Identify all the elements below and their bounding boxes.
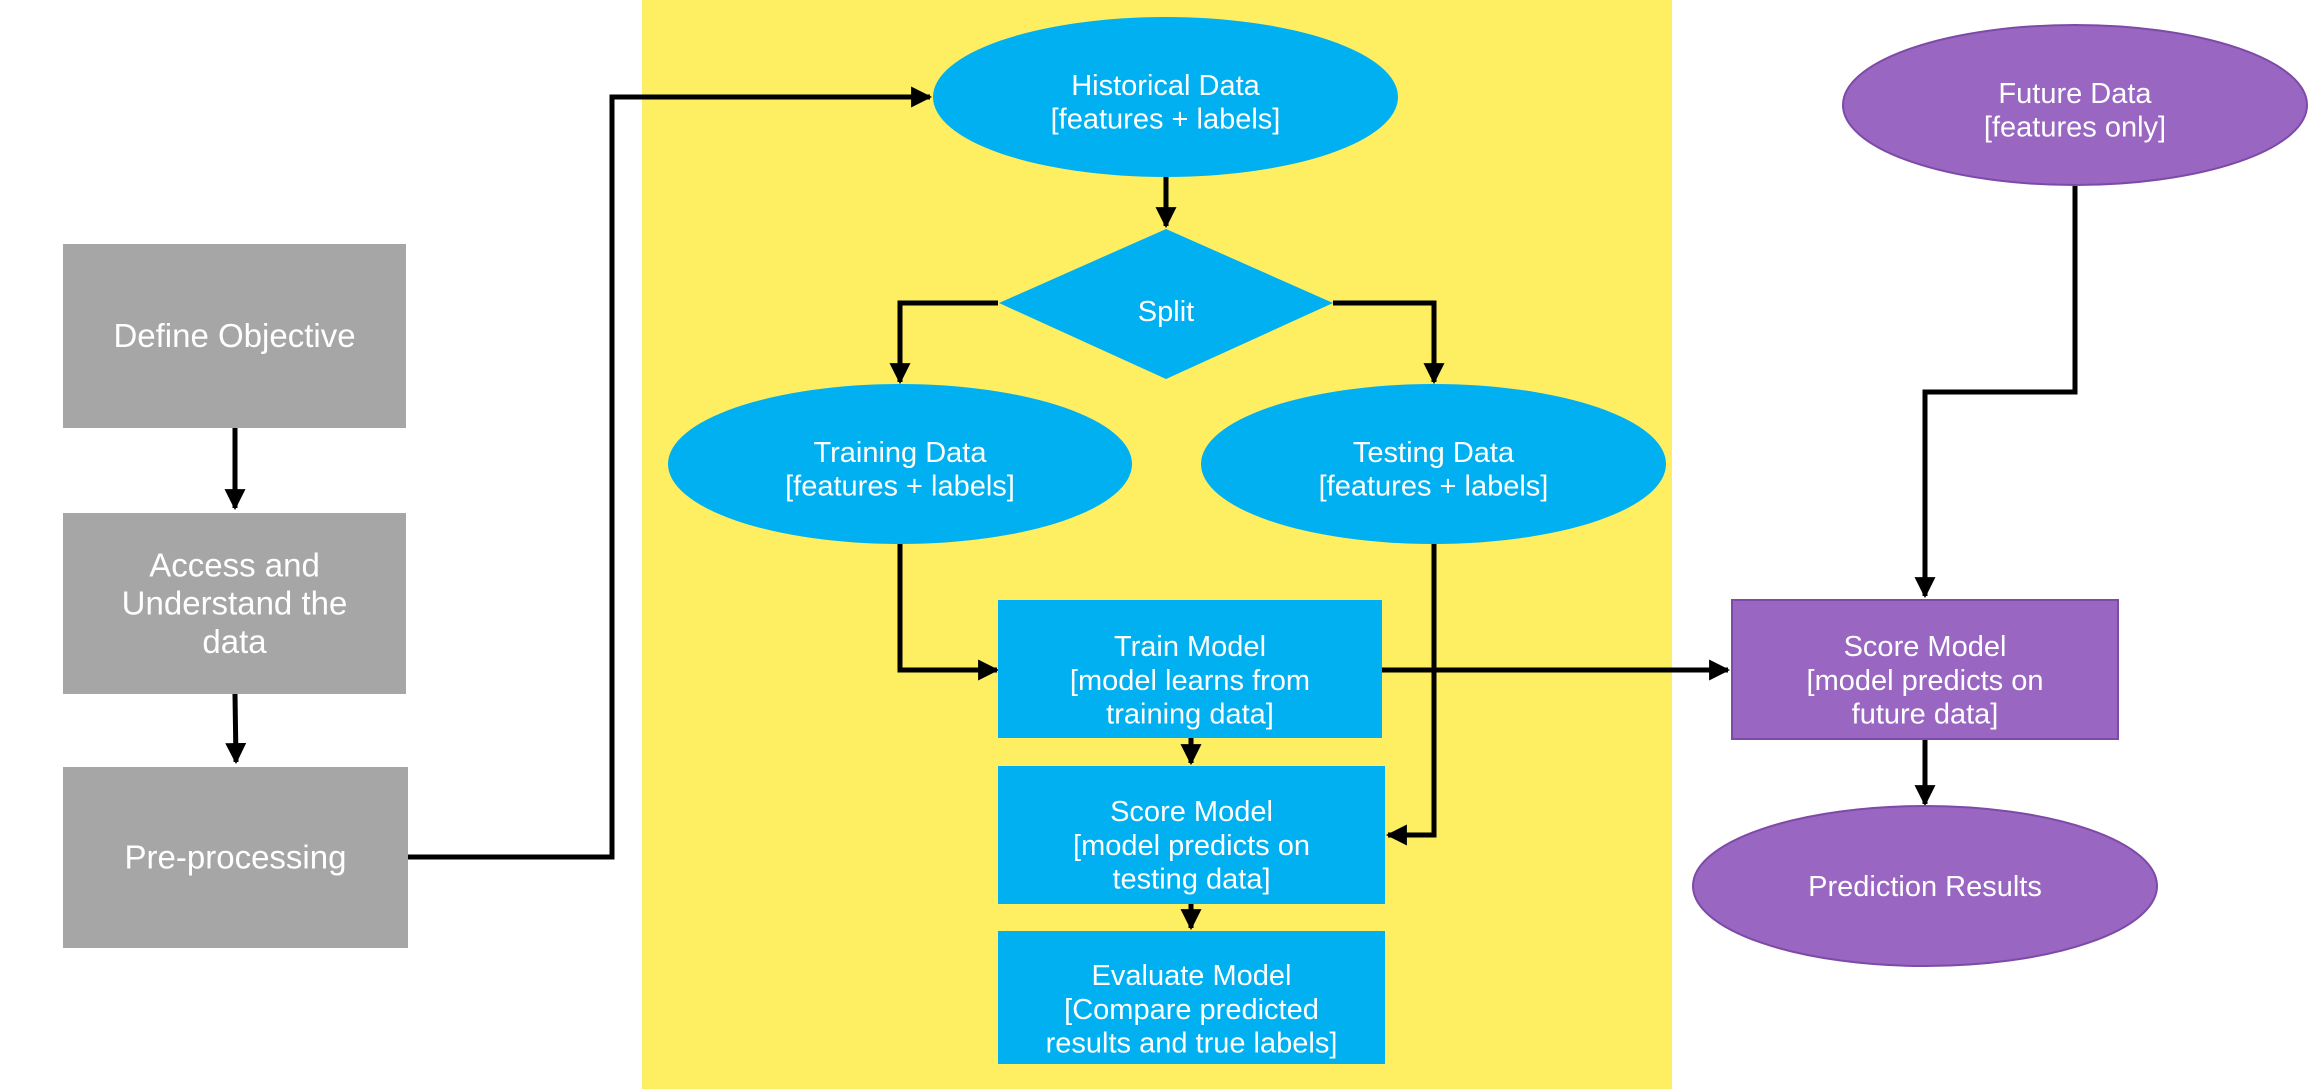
connectors bbox=[224, 86, 2078, 931]
future-data-line: Future Data bbox=[1998, 78, 2152, 110]
training-data-label: Training Data[features + labels] bbox=[785, 437, 1015, 503]
score-model-future-line: future data] bbox=[1852, 699, 1999, 731]
training-data-line: [features + labels] bbox=[785, 471, 1015, 503]
arrow-split-to-testing bbox=[1333, 300, 1445, 385]
score-model-future-line: Score Model bbox=[1844, 631, 2007, 663]
testing-data-ellipse: Testing Data[features + labels] bbox=[1201, 384, 1666, 544]
testing-data-line: Testing Data bbox=[1353, 437, 1515, 469]
modeling-highlight-band bbox=[642, 0, 1672, 1089]
define-objective-box: Define Objective bbox=[63, 244, 406, 428]
train-model-line: Train Model bbox=[1114, 631, 1266, 663]
historical-data-label: Historical Data[features + labels] bbox=[1051, 70, 1281, 136]
historical-data-line: [features + labels] bbox=[1051, 104, 1281, 136]
score-model-test-line: testing data] bbox=[1113, 864, 1271, 896]
arrow-testing-to-score-model bbox=[1385, 544, 1437, 846]
define-objective-line: Define Objective bbox=[113, 317, 355, 354]
testing-data-label: Testing Data[features + labels] bbox=[1319, 437, 1549, 503]
score-model-future-line: [model predicts on bbox=[1807, 665, 2044, 697]
historical-data-ellipse: Historical Data[features + labels] bbox=[933, 17, 1398, 177]
score-model-test-line: [model predicts on bbox=[1073, 830, 1310, 862]
arrow-split-to-training bbox=[889, 300, 998, 385]
arrow-future-to-score-model bbox=[1914, 186, 2078, 599]
access-understand-line: Understand the bbox=[122, 585, 348, 622]
train-model-line: training data] bbox=[1106, 699, 1274, 731]
prediction-results-ellipse: Prediction Results bbox=[1692, 805, 2158, 967]
prediction-results-line: Prediction Results bbox=[1808, 871, 2042, 903]
preprocessing-line: Pre-processing bbox=[125, 839, 347, 876]
preprocessing-label: Pre-processing bbox=[125, 839, 347, 876]
training-data-ellipse: Training Data[features + labels] bbox=[668, 384, 1132, 544]
split-diamond: Split bbox=[999, 229, 1333, 379]
future-data-label: Future Data[features only] bbox=[1984, 78, 2166, 144]
historical-data-line: Historical Data bbox=[1071, 70, 1260, 102]
training-data-line: Training Data bbox=[813, 437, 987, 469]
future-data-line: [features only] bbox=[1984, 112, 2166, 144]
split-label: Split bbox=[1138, 296, 1194, 328]
arrow-preprocessing-to-historical bbox=[408, 86, 933, 860]
score-model-test-line: Score Model bbox=[1110, 796, 1273, 828]
preprocessing-box: Pre-processing bbox=[63, 767, 408, 948]
evaluate-model-line: [Compare predicted bbox=[1064, 994, 1319, 1026]
access-understand-line: data bbox=[202, 623, 267, 660]
access-understand-line: Access and bbox=[149, 546, 320, 583]
prediction-results-label: Prediction Results bbox=[1808, 871, 2042, 903]
evaluate-model-line: Evaluate Model bbox=[1092, 960, 1292, 992]
testing-data-line: [features + labels] bbox=[1319, 471, 1549, 503]
split-line: Split bbox=[1138, 296, 1194, 328]
arrow-access-to-preprocessing bbox=[225, 693, 247, 765]
train-model-line: [model learns from bbox=[1070, 665, 1310, 697]
evaluate-model-line: results and true labels] bbox=[1046, 1028, 1338, 1060]
define-objective-label: Define Objective bbox=[113, 317, 355, 354]
future-data-ellipse: Future Data[features only] bbox=[1842, 24, 2308, 186]
arrow-training-to-train-model bbox=[897, 544, 1000, 681]
